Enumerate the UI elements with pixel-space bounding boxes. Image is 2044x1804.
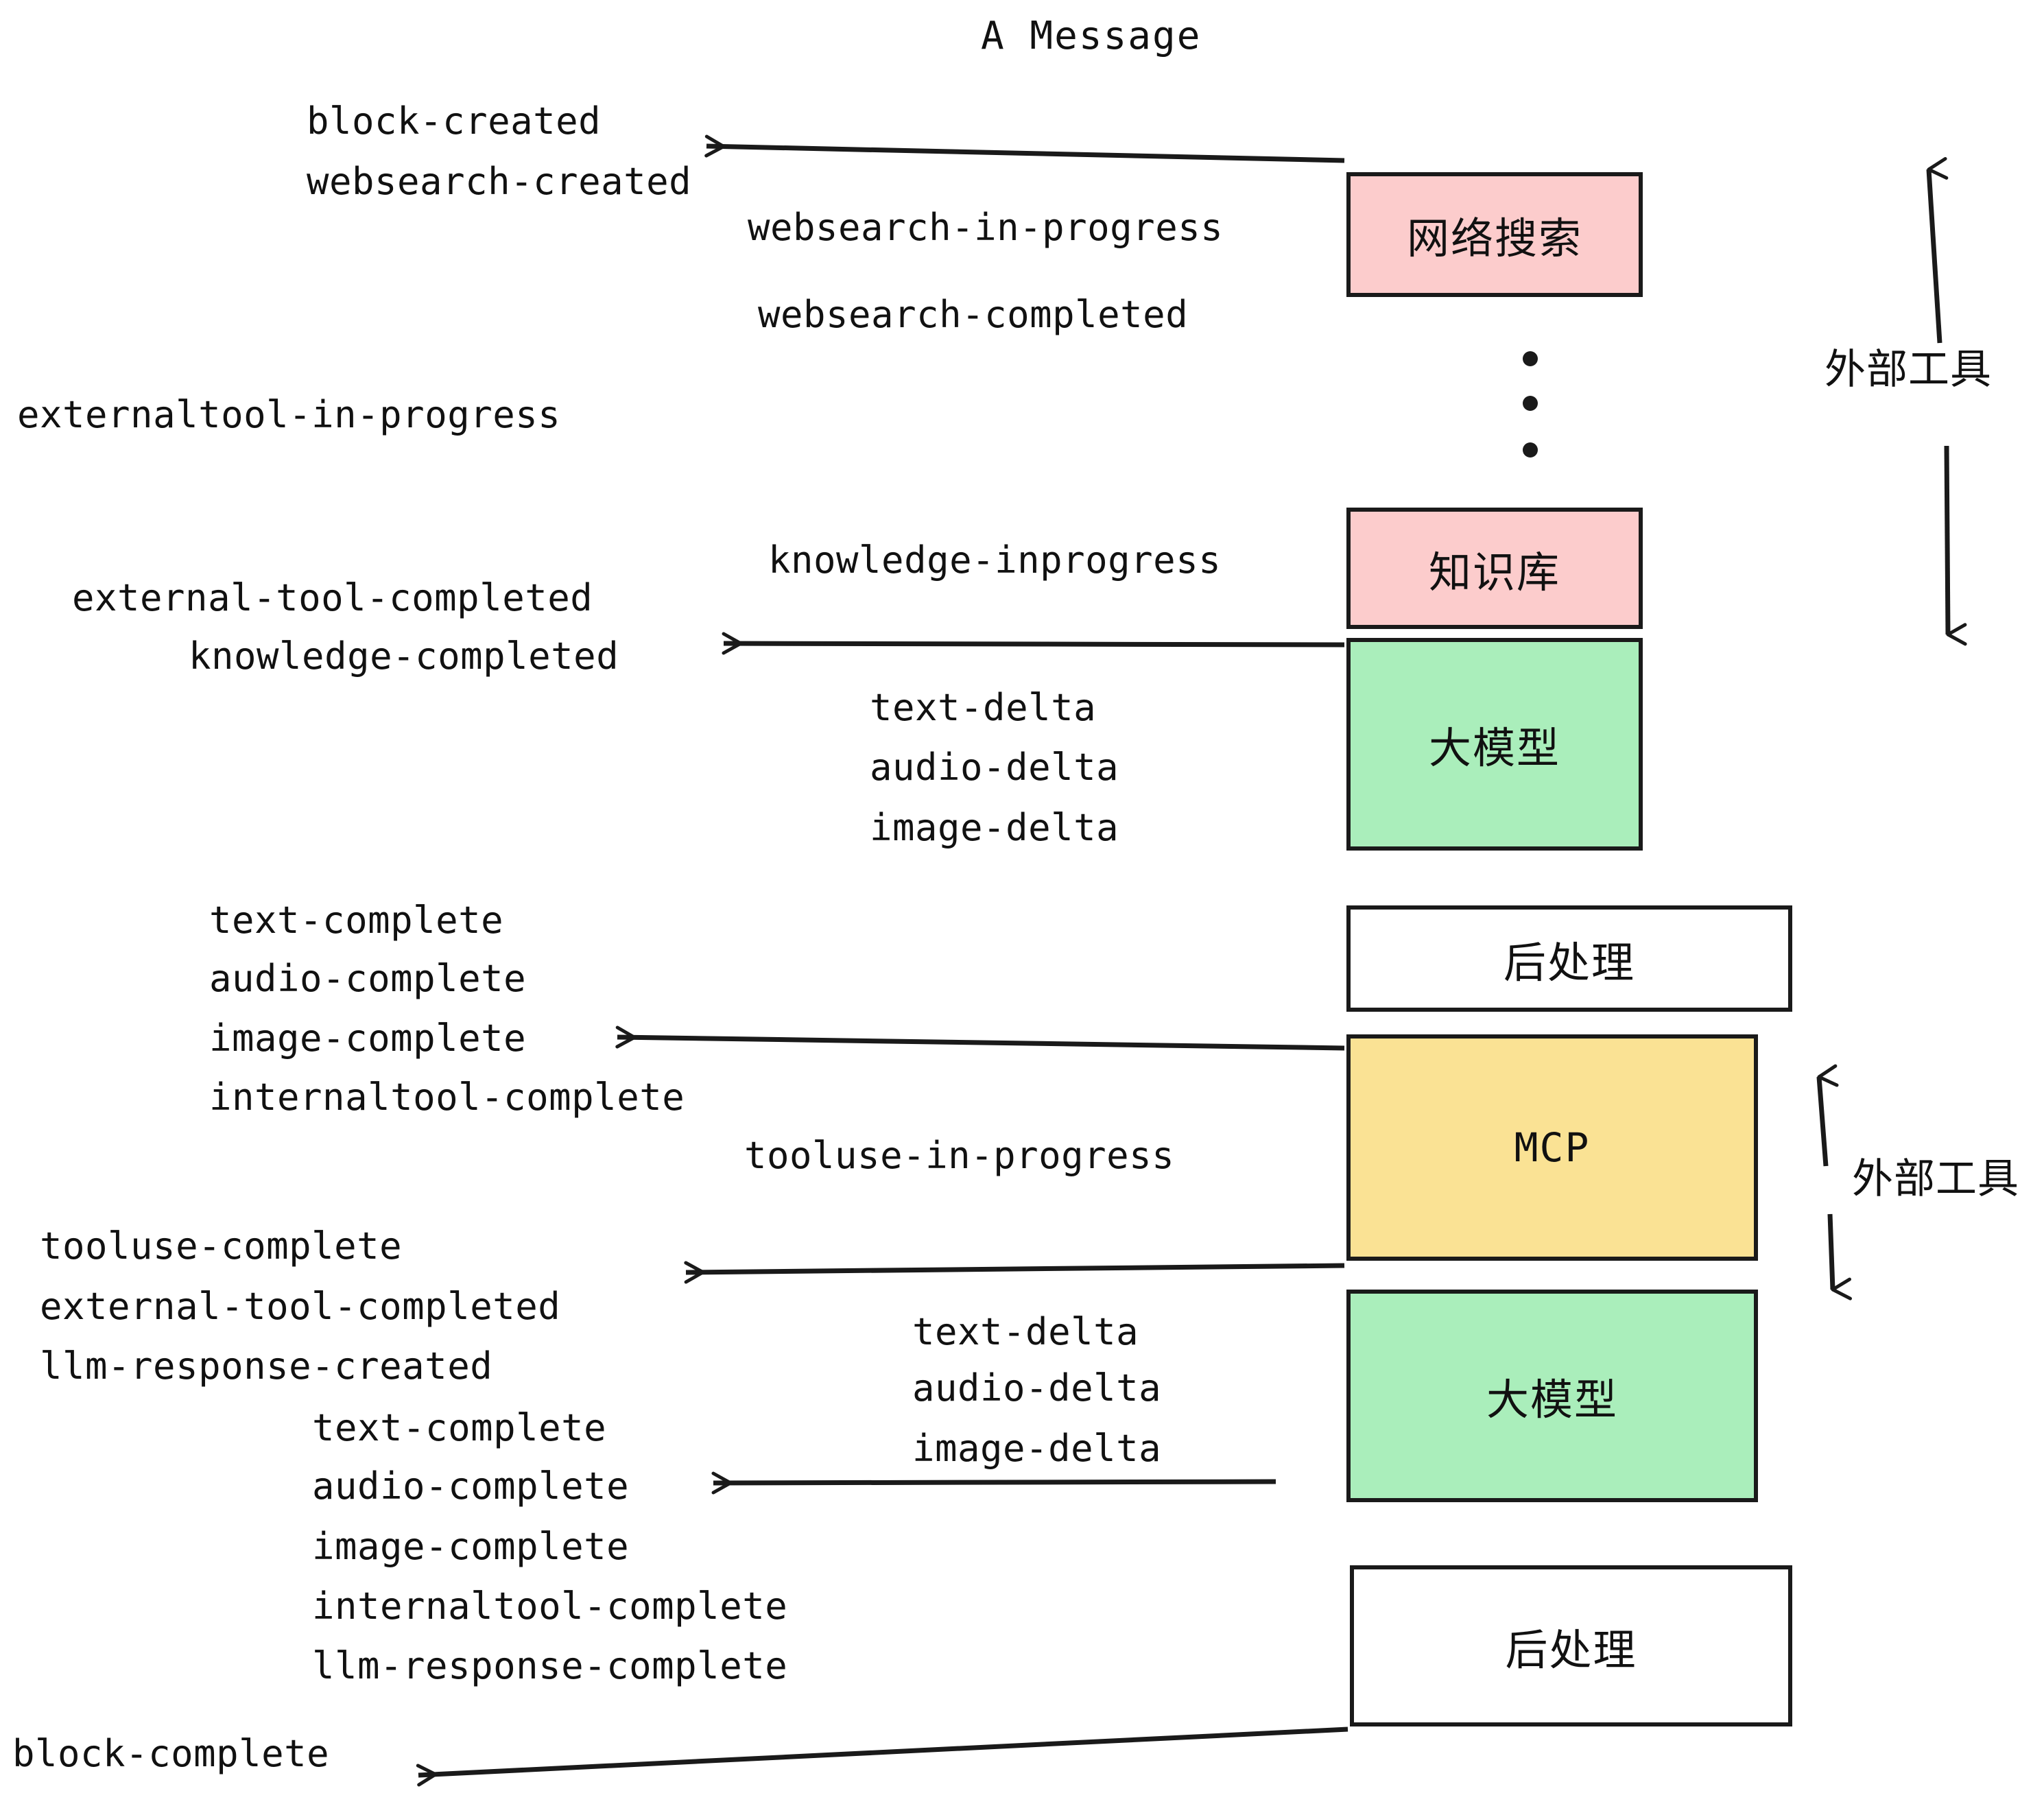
box-label-websearch: 网络搜索 bbox=[1406, 213, 1582, 263]
event-internaltool-complete-2: internaltool-complete bbox=[312, 1585, 788, 1628]
event-websearch-completed: websearch-completed bbox=[758, 293, 1189, 336]
event-knowledge-inprogress: knowledge-inprogress bbox=[768, 538, 1222, 582]
event-audio-delta-2: audio-delta bbox=[912, 1366, 1162, 1410]
arrow-knowledge-to-knowledge-completed bbox=[722, 632, 1345, 655]
box-llm-1[interactable]: 大模型 bbox=[1346, 638, 1643, 851]
box-label-postprocessing-1: 后处理 bbox=[1503, 937, 1635, 988]
arrow-postproc2-to-block-complete bbox=[416, 1726, 1348, 1787]
page-title: A Message bbox=[981, 14, 1202, 58]
event-text-delta-2: text-delta bbox=[912, 1310, 1139, 1353]
event-image-delta-1: image-delta bbox=[870, 806, 1119, 849]
box-label-postprocessing-2: 后处理 bbox=[1505, 1624, 1637, 1675]
box-llm-2[interactable]: 大模型 bbox=[1346, 1290, 1758, 1502]
event-audio-complete-2: audio-complete bbox=[312, 1464, 630, 1508]
event-block-created: block-created bbox=[307, 99, 602, 143]
event-external-tool-completed-2: external-tool-completed bbox=[40, 1285, 561, 1328]
arrow-external-tools-bottom-up bbox=[1816, 1064, 1839, 1167]
box-label-knowledge: 知识库 bbox=[1428, 547, 1560, 597]
event-tooluse-complete: tooluse-complete bbox=[40, 1224, 403, 1268]
event-image-delta-2: image-delta bbox=[912, 1427, 1162, 1470]
event-websearch-created: websearch-created bbox=[307, 160, 692, 203]
event-tooluse-in-progress: tooluse-in-progress bbox=[744, 1134, 1175, 1177]
event-externaltool-in-progress: externaltool-in-progress bbox=[17, 393, 561, 436]
box-label-mcp: MCP bbox=[1514, 1124, 1591, 1171]
box-postprocessing-2[interactable]: 后处理 bbox=[1350, 1565, 1792, 1726]
event-block-complete: block-complete bbox=[12, 1732, 330, 1775]
arrow-mcp-to-tooluse-complete bbox=[684, 1261, 1345, 1284]
event-audio-delta-1: audio-delta bbox=[870, 746, 1119, 789]
event-internaltool-complete-1: internaltool-complete bbox=[209, 1076, 685, 1119]
ellipsis-dot-1 bbox=[1523, 351, 1538, 366]
box-websearch[interactable]: 网络搜索 bbox=[1346, 172, 1643, 297]
arrow-postproc-to-image-complete bbox=[615, 1025, 1345, 1051]
box-label-llm-1: 大模型 bbox=[1428, 723, 1560, 773]
event-image-complete-1: image-complete bbox=[209, 1017, 527, 1060]
event-llm-response-created: llm-response-created bbox=[40, 1344, 493, 1388]
arrow-websearch-to-block-created bbox=[704, 134, 1345, 163]
arrow-llm2-to-audio-complete bbox=[711, 1471, 1276, 1495]
side-label-external-tools-bottom: 外部工具 bbox=[1852, 1155, 2019, 1203]
event-audio-complete-1: audio-complete bbox=[209, 957, 527, 1000]
ellipsis-dot-2 bbox=[1523, 396, 1538, 411]
box-knowledge[interactable]: 知识库 bbox=[1346, 508, 1643, 629]
ellipsis-dot-3 bbox=[1523, 442, 1538, 458]
event-text-complete-2: text-complete bbox=[312, 1406, 607, 1449]
event-knowledge-completed: knowledge-completed bbox=[189, 634, 619, 678]
side-label-external-tools-top: 外部工具 bbox=[1825, 346, 1992, 394]
event-text-complete-1: text-complete bbox=[209, 899, 504, 942]
arrow-external-tools-top-down bbox=[1944, 445, 1967, 646]
event-text-delta-1: text-delta bbox=[870, 686, 1097, 729]
event-image-complete-2: image-complete bbox=[312, 1525, 630, 1568]
box-label-llm-2: 大模型 bbox=[1486, 1375, 1618, 1425]
arrow-external-tools-bottom-down bbox=[1827, 1213, 1852, 1301]
arrow-external-tools-top-up bbox=[1926, 156, 1949, 344]
event-llm-response-complete: llm-response-complete bbox=[312, 1644, 788, 1687]
box-mcp[interactable]: MCP bbox=[1346, 1034, 1758, 1261]
event-external-tool-completed-1: external-tool-completed bbox=[72, 576, 593, 619]
event-websearch-in-progress: websearch-in-progress bbox=[748, 206, 1224, 249]
box-postprocessing-1[interactable]: 后处理 bbox=[1346, 905, 1792, 1012]
